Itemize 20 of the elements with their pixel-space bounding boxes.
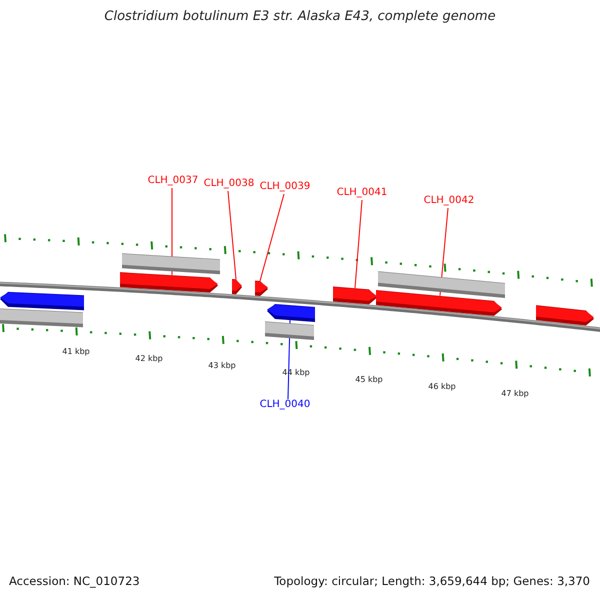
gene-label: CLH_0041 xyxy=(322,187,402,199)
scale-label: 43 kbp xyxy=(207,361,237,370)
gene-feature xyxy=(267,304,315,322)
gene-feature xyxy=(255,280,268,296)
leader-line xyxy=(260,194,284,282)
gene-feature xyxy=(333,286,377,304)
leader-line xyxy=(354,200,362,289)
leader-line xyxy=(228,190,236,280)
gene-label: CLH_0040 xyxy=(245,399,325,411)
title: Clostridium botulinum E3 str. Alaska E43, complete genome xyxy=(103,9,497,24)
scale-label: 42 kbp xyxy=(134,354,164,363)
gene-label: CLH_0042 xyxy=(409,195,489,207)
scale-label: 41 kbp xyxy=(61,347,91,356)
scale-label: 46 kbp xyxy=(427,382,457,391)
accession-text: Accession: NC_010723 xyxy=(9,574,140,588)
gene-feature xyxy=(232,279,242,294)
genome-info-text: Topology: circular; Length: 3,659,644 bp; Genes: 3,370 xyxy=(274,574,590,588)
scale-label: 45 kbp xyxy=(354,375,384,384)
gene-feature xyxy=(120,272,218,293)
scale-label: 47 kbp xyxy=(500,389,530,398)
